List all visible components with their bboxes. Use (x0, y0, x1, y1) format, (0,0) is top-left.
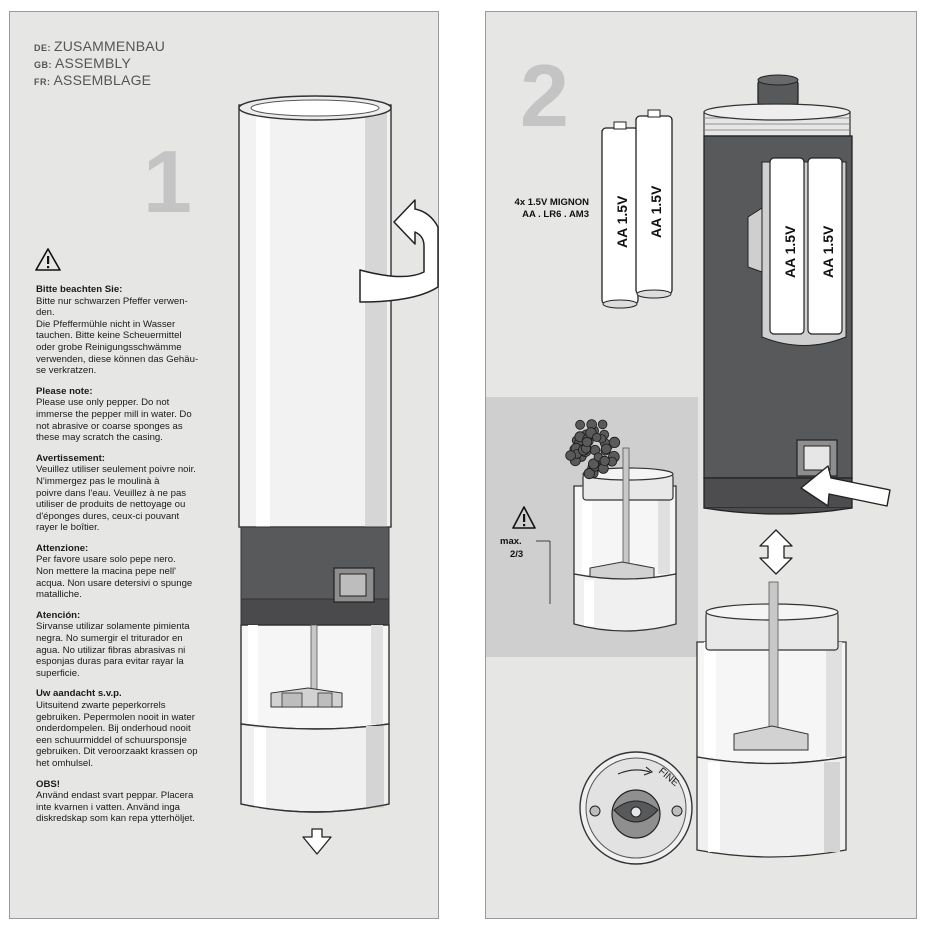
illustration-step-2: AA 1.5V AA 1.5V 4x 1.5V MIGNON AA . LR6 … (486, 74, 891, 865)
care-notes: Bitte beachten Sie:Bitte nur schwarzen P… (36, 284, 216, 834)
press-arrow-icon (800, 465, 891, 507)
rotate-arrow-icon (359, 199, 439, 303)
title-fr: FR:ASSEMBLAGE (34, 72, 152, 88)
loose-batteries: AA 1.5V AA 1.5V (601, 109, 673, 309)
peppercorn (608, 436, 621, 448)
note-es: Atención:Sirvanse utilizar solamente pim… (36, 609, 190, 679)
peppercorn (583, 467, 595, 480)
max-fill-warning-icon (512, 506, 536, 529)
battery-housing: AA 1.5V AA 1.5V (703, 74, 853, 515)
peppercorn (597, 419, 608, 430)
max-fill-label: max. (500, 536, 522, 547)
battery-label-1: AA 1.5V (614, 195, 630, 248)
note-en: Please note:Please use only pepper. Do n… (36, 385, 192, 444)
step-number-2: 2 (520, 46, 569, 145)
battery-spec-line-1: 4x 1.5V MIGNON (515, 197, 590, 208)
step-number-1: 1 (143, 132, 192, 231)
battery-label-3: AA 1.5V (782, 225, 798, 278)
title-gb: GB:ASSEMBLY (34, 55, 132, 71)
down-arrow-icon (302, 828, 332, 855)
peppercorn (575, 419, 585, 430)
filling-illustration (573, 447, 677, 632)
up-down-arrow-icon (759, 529, 793, 575)
peppercorns-group (565, 419, 621, 480)
battery-label-4: AA 1.5V (820, 225, 836, 278)
peppercorn (565, 450, 576, 461)
battery-label-2: AA 1.5V (648, 185, 664, 238)
peppercorn (588, 458, 600, 470)
grinder-base-illustration (696, 581, 847, 858)
peppercorn (581, 436, 593, 447)
illustration-step-1 (35, 95, 439, 855)
assembly-panel-step-1: DE:ZUSAMMENBAU GB:ASSEMBLY FR:ASSEMBLAGE… (9, 11, 439, 919)
max-fill-value: 2/3 (510, 549, 523, 560)
note-de: Bitte beachten Sie:Bitte nur schwarzen P… (36, 284, 199, 377)
battery-spec-line-2: AA . LR6 . AM3 (522, 209, 589, 220)
note-it: Attenzione:Per favore usare solo pepe ne… (36, 542, 193, 601)
note-nl: Uw aandacht s.v.p.Uitsuitend zwarte pepe… (36, 688, 198, 769)
peppercorn (592, 432, 602, 442)
peppercorn (601, 443, 612, 455)
warning-icon (35, 248, 61, 271)
pepper-mill-illustration (238, 95, 392, 813)
assembly-panel-step-2: 2 AA 1.5V AA 1.5V 4x 1.5V MIGNON AA . LR… (485, 11, 917, 919)
note-sv: OBS!Använd endast svart peppar. Placera … (36, 778, 195, 825)
coarseness-dial: FINE (579, 751, 693, 865)
peppercorn (599, 455, 610, 466)
note-fr: Avertissement:Veuillez utiliser seulemen… (36, 452, 196, 534)
title-de: DE:ZUSAMMENBAU (34, 38, 166, 54)
